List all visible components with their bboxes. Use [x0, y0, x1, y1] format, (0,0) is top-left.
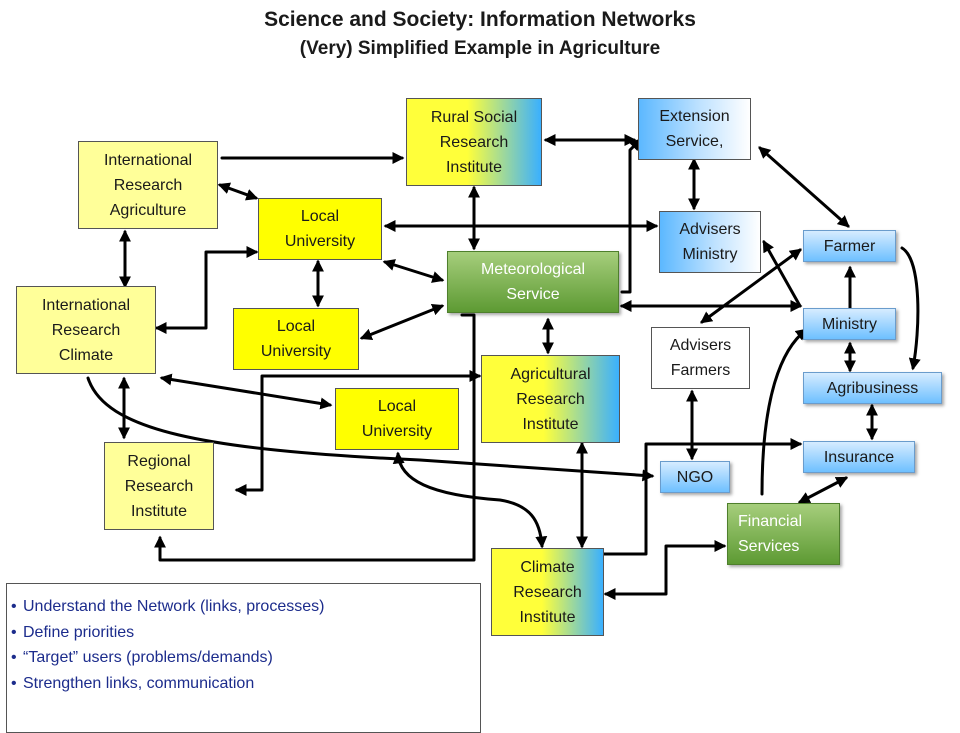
- node-rural-social-research-institute: Rural Social Research Institute: [406, 98, 542, 186]
- link-climate-research-financial: [603, 540, 727, 600]
- node-advisers-farmers: Advisers Farmers: [651, 327, 750, 389]
- link-intl-climate-local-univ-3: [159, 373, 333, 410]
- link-local-univ-3-climate-research: [392, 451, 548, 549]
- node-farmer: Farmer: [803, 230, 896, 262]
- link-intl-agri-local-univ: [217, 182, 259, 201]
- link-extension-meteo: [620, 138, 642, 294]
- node-international-research-agriculture: International Research Agriculture: [78, 141, 218, 229]
- note-item: “Target” users (problems/demands): [11, 645, 480, 671]
- link-ministry-financial: [760, 328, 808, 496]
- node-local-university-2: Local University: [233, 308, 359, 370]
- diagram-title: Science and Society: Information Network…: [264, 8, 696, 31]
- link-agri-research-regional: [234, 370, 482, 496]
- link-local-univ-meteo: [382, 259, 445, 283]
- link-intl-climate-local-univ: [154, 246, 259, 334]
- link-advisers-farmers-farmer: [700, 248, 802, 324]
- node-climate-research-institute: Climate Research Institute: [491, 548, 604, 636]
- node-local-university-3: Local University: [335, 388, 459, 450]
- diagram-subtitle: (Very) Simplified Example in Agriculture: [299, 38, 661, 59]
- link-meteo-regional: [154, 313, 476, 562]
- node-international-research-climate: International Research Climate: [16, 286, 156, 374]
- node-local-university-1: Local University: [258, 198, 382, 260]
- node-extension-service: Extension Service,: [638, 98, 751, 160]
- node-financial-services: Financial Services: [727, 503, 840, 565]
- node-insurance: Insurance: [803, 441, 915, 473]
- link-insurance-financial: [797, 476, 849, 504]
- node-advisers-ministry: Advisers Ministry: [659, 211, 761, 273]
- node-agricultural-research-institute: Agricultural Research Institute: [481, 355, 620, 443]
- node-regional-research-institute: Regional Research Institute: [104, 442, 214, 530]
- note-item: Understand the Network (links, processes…: [11, 594, 480, 620]
- link-local-univ-2-meteo: [359, 303, 445, 341]
- notes-list: Understand the Network (links, processes…: [7, 594, 480, 696]
- link-extension-farmer: [758, 146, 850, 228]
- note-item: Define priorities: [11, 620, 480, 646]
- node-ngo: NGO: [660, 461, 730, 493]
- node-agribusiness: Agribusiness: [803, 372, 942, 404]
- node-meteorological-service: Meteorological Service: [447, 251, 619, 313]
- notes-panel: Understand the Network (links, processes…: [6, 583, 481, 733]
- link-farmer-agribusiness: [900, 246, 921, 371]
- note-item: Strengthen links, communication: [11, 671, 480, 697]
- node-ministry: Ministry: [803, 308, 896, 340]
